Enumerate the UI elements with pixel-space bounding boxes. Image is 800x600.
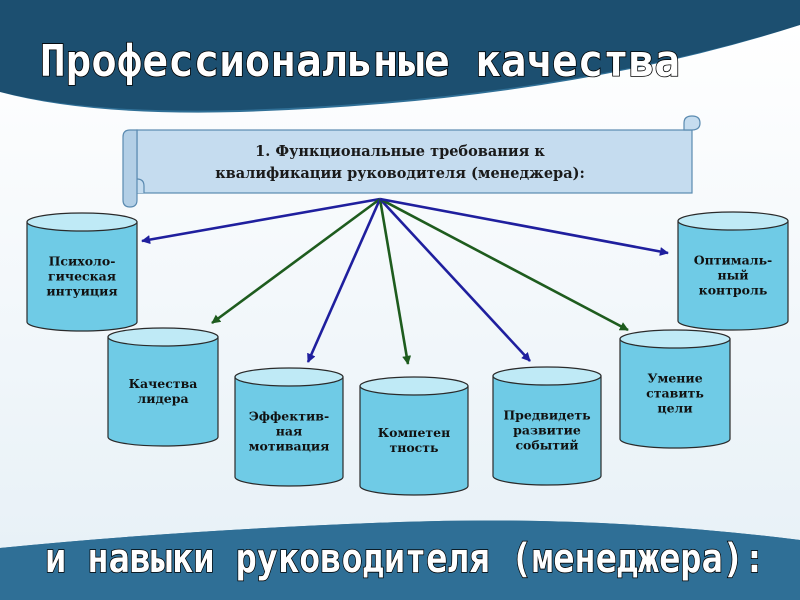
cylinder-label-line: Оптималь- bbox=[694, 253, 773, 268]
scroll-line-2: квалификации руководителя (менеджера): bbox=[215, 165, 585, 182]
cylinder-label-line: ная bbox=[276, 424, 302, 439]
cylinder-label-line: ный bbox=[718, 268, 749, 283]
cylinder-label-line: Психоло- bbox=[49, 254, 116, 269]
top-band bbox=[0, 0, 800, 111]
scroll-box: 1. Функциональные требования к квалифика… bbox=[122, 115, 701, 208]
arrows-group bbox=[141, 197, 669, 365]
arrow-psy bbox=[141, 197, 381, 245]
cylinder-body bbox=[234, 376, 344, 487]
cylinder-body bbox=[359, 385, 469, 496]
cylinder-label-line: событий bbox=[515, 438, 578, 453]
arrow-motiv bbox=[306, 198, 382, 363]
cylinder-label-line: цели bbox=[657, 401, 692, 416]
cylinder-body bbox=[107, 336, 219, 447]
cylinder-label-line: Компетен bbox=[378, 425, 451, 440]
cylinder-top bbox=[677, 211, 789, 231]
scroll-line-1: 1. Функциональные требования к bbox=[255, 143, 545, 160]
cylinder-top bbox=[619, 329, 731, 349]
cylinder-body bbox=[26, 221, 138, 332]
cylinder-top bbox=[107, 327, 219, 347]
arrow-ctrl bbox=[379, 197, 669, 256]
cylinder-label-line: ставить bbox=[646, 386, 704, 401]
cylinder-label-line: контроль bbox=[699, 283, 768, 298]
cylinder-top bbox=[26, 212, 138, 232]
cylinder-label-line: Качества bbox=[129, 376, 198, 391]
cylinder-body bbox=[492, 375, 602, 486]
cylinder-top bbox=[359, 376, 469, 396]
bottom-band bbox=[0, 520, 800, 600]
cylinder-label-line: лидера bbox=[137, 391, 188, 406]
cylinder-body bbox=[677, 220, 789, 331]
cylinder-body bbox=[619, 338, 731, 449]
cylinder-label-line: Предвидеть bbox=[503, 408, 590, 423]
cylinder-label-line: Умение bbox=[647, 371, 702, 386]
arrow-comp bbox=[378, 198, 412, 365]
arrow-fore bbox=[379, 198, 531, 362]
cylinder-label-line: интуиция bbox=[46, 284, 117, 299]
cylinder-top bbox=[234, 367, 344, 387]
cylinder-label-line: мотивация bbox=[249, 439, 330, 454]
cylinder-label-line: тность bbox=[389, 440, 438, 455]
cylinder-top bbox=[492, 366, 602, 386]
cylinders-group: Психоло-гическаяинтуицияКачествалидераЭф… bbox=[26, 211, 789, 496]
title-bottom: и навыки руководителя (менеджера): bbox=[45, 536, 765, 582]
arrow-lead bbox=[211, 197, 381, 325]
cylinder-label-line: гическая bbox=[48, 269, 116, 284]
cylinder-label-line: Эффектив- bbox=[249, 409, 329, 424]
title-top: Профессиональные качества bbox=[40, 36, 680, 87]
arrow-goal bbox=[379, 197, 629, 332]
cylinder-label-line: развитие bbox=[513, 423, 581, 438]
